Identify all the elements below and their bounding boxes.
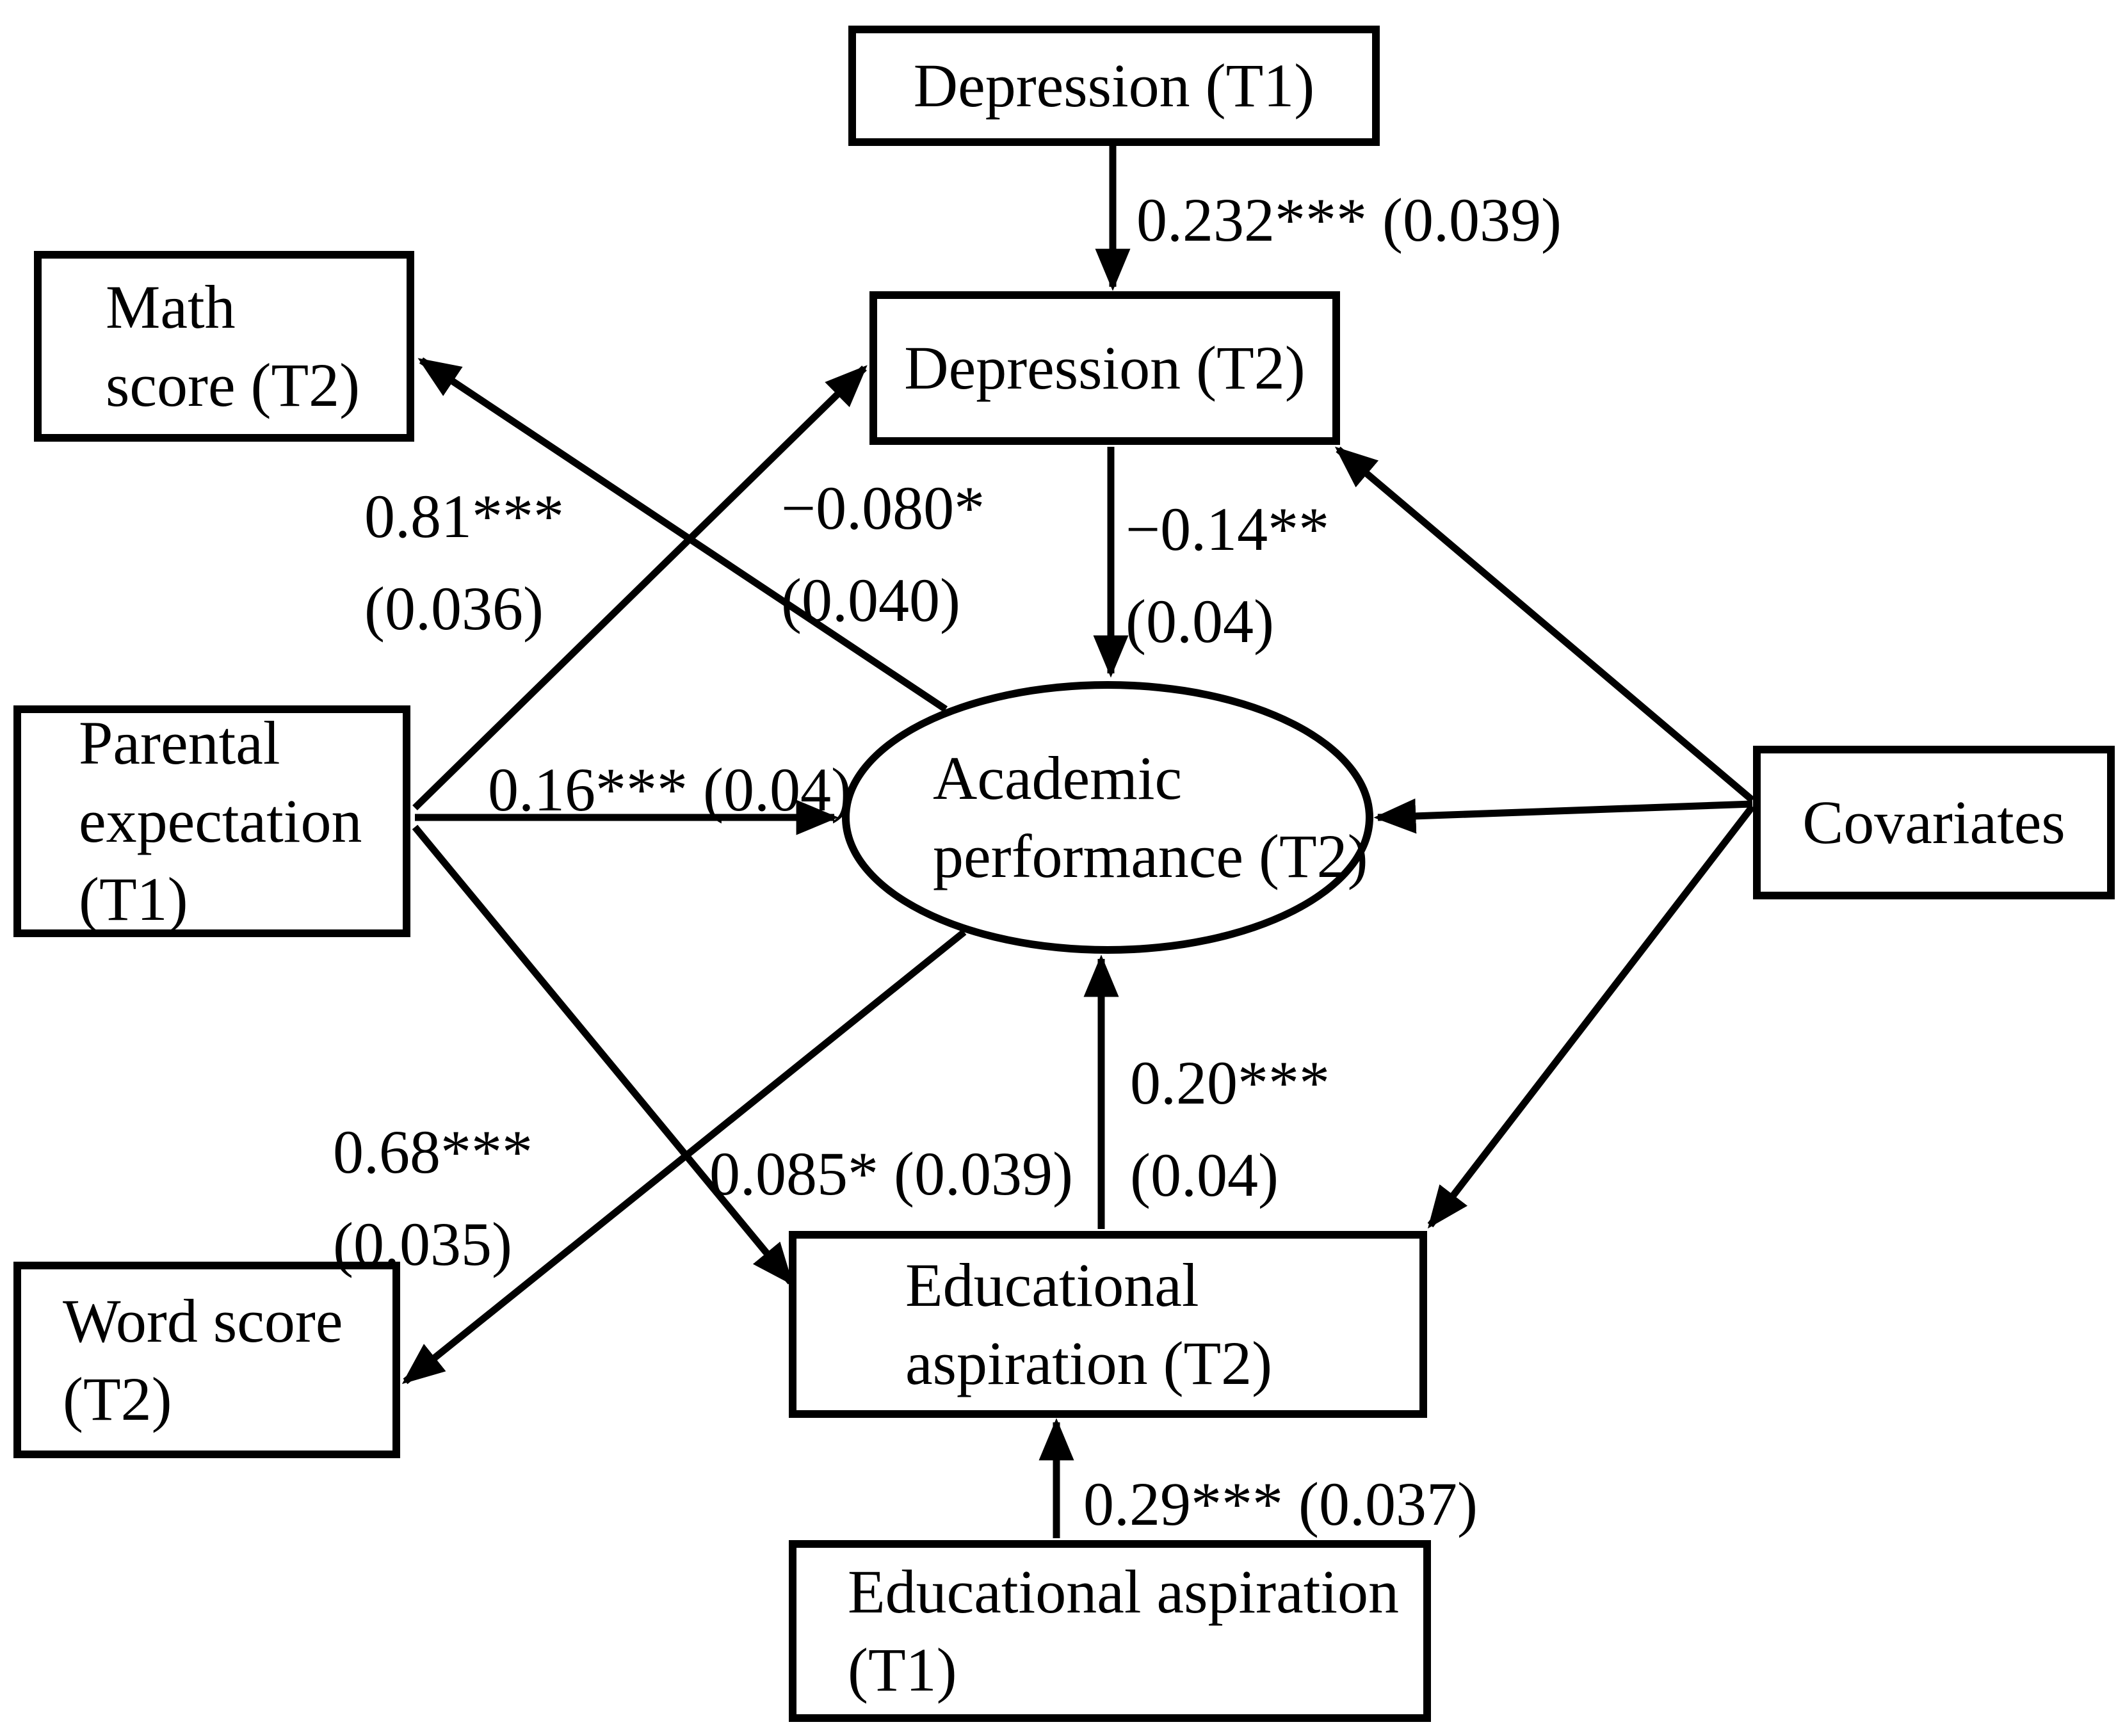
edge-label-edasp1-to-edasp2: 0.29*** (0.037): [1083, 1470, 1478, 1538]
node-covariates-label: Covariates: [1802, 788, 2065, 857]
node-depression-t1: Depression (T1): [848, 26, 1380, 146]
edge-label-dep2-to-academic: −0.14** (0.04): [1126, 495, 1330, 655]
node-educational-aspiration-t1: Educational aspiration (T1): [789, 1540, 1431, 1722]
node-parental-expectation-label: Parental expectation (T1): [79, 709, 362, 933]
edge-label-parental-to-edasp2: 0.085* (0.039): [709, 1139, 1073, 1208]
node-depression-t1-label: Depression (T1): [913, 51, 1315, 120]
node-word-score: Word score (T2): [13, 1262, 400, 1458]
node-academic-performance: Academic performance (T2): [842, 681, 1373, 954]
node-educational-aspiration-t1-label: Educational aspiration (T1): [848, 1557, 1400, 1704]
node-math-score: Math score (T2): [34, 251, 414, 442]
node-depression-t2-label: Depression (T2): [904, 334, 1305, 403]
edge-label-academic-to-word: 0.68*** (0.035): [333, 1118, 533, 1278]
arrow-covariates-to-depression-t2: [1334, 446, 1755, 803]
arrow-parental-expectation-to-depression-t2: [412, 365, 868, 810]
node-educational-aspiration-t2-label: Educational aspiration (T2): [905, 1251, 1273, 1397]
node-parental-expectation: Parental expectation (T1): [13, 705, 410, 937]
arrow-parental-expectation-to-educational-aspiration-t2: [412, 824, 794, 1286]
arrow-covariates-to-educational-aspiration-t2: [1427, 804, 1756, 1229]
arrow-academic-performance-to-math-score: [417, 357, 948, 712]
node-educational-aspiration-t2: Educational aspiration (T2): [789, 1231, 1427, 1418]
edge-label-parental-to-academic: 0.16*** (0.04): [488, 755, 852, 824]
edge-label-academic-to-math: 0.81*** (0.036): [364, 482, 564, 643]
edge-label-edasp2-to-academic: 0.20*** (0.04): [1130, 1049, 1330, 1209]
node-depression-t2: Depression (T2): [869, 291, 1340, 445]
node-word-score-label: Word score (T2): [63, 1286, 343, 1433]
node-academic-performance-label: Academic performance (T2): [933, 744, 1368, 890]
node-covariates: Covariates: [1753, 746, 2115, 899]
edge-label-parental-to-dep2: −0.080* (0.040): [781, 474, 985, 634]
arrow-covariates-to-academic-performance: [1373, 798, 1753, 834]
node-math-score-label: Math score (T2): [106, 273, 360, 419]
edge-label-dep1-to-dep2: 0.232*** (0.039): [1136, 186, 1562, 254]
